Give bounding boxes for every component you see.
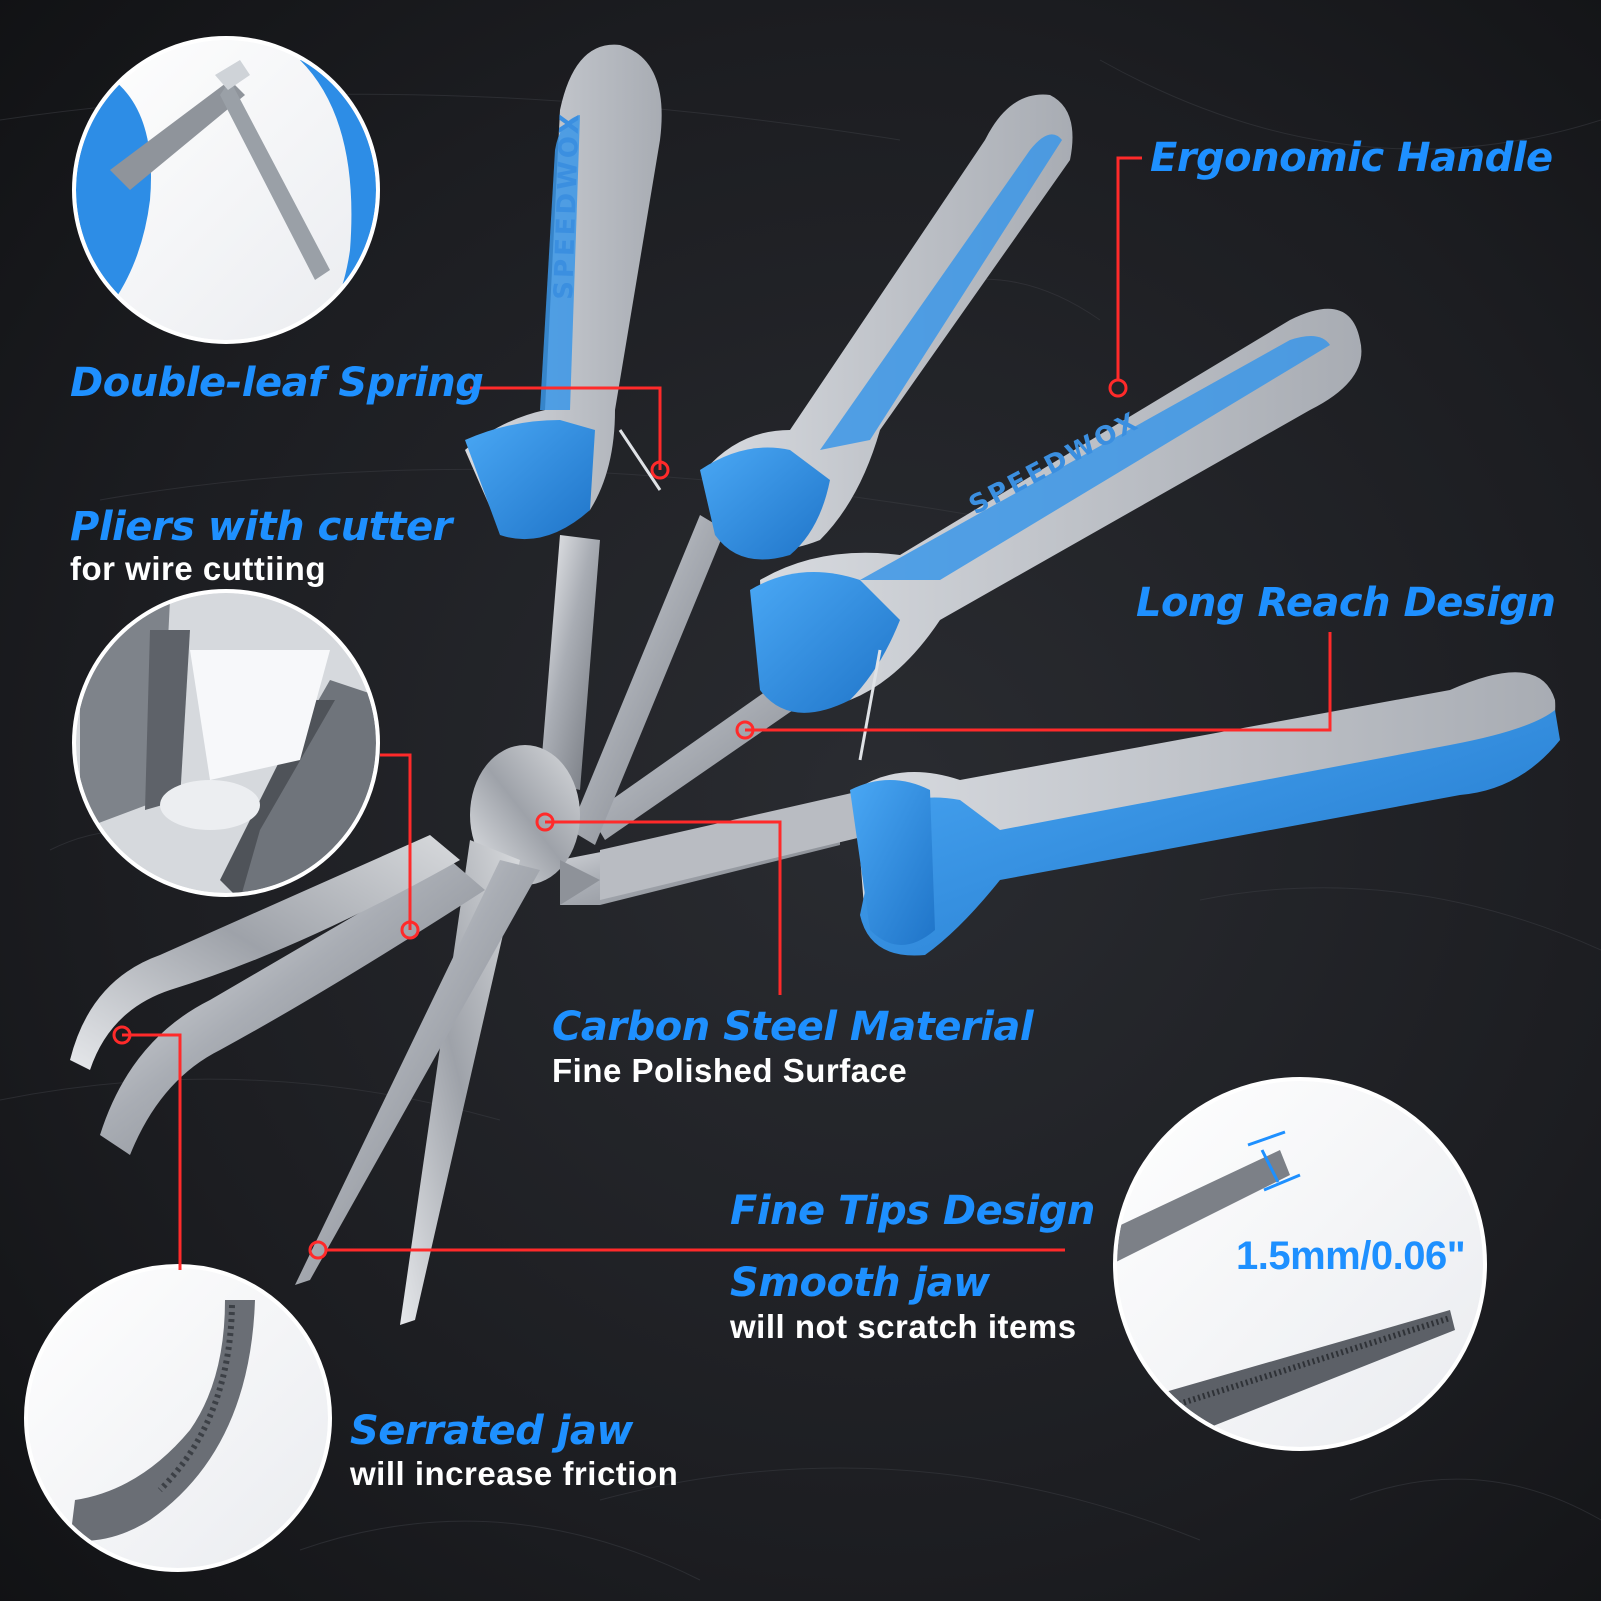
callout-carbon-steel-title: Carbon Steel Material (552, 1004, 1034, 1050)
callout-pliers-with-cutter-title: Pliers with cutter (70, 504, 452, 550)
svg-text:SPEEDWOX: SPEEDWOX (549, 111, 586, 301)
callout-serrated-jaw-title: Serrated jaw (350, 1408, 633, 1454)
callout-fine-tips-design: Fine Tips Design (730, 1188, 1095, 1234)
callout-smooth-jaw-subtitle: will not scratch items (730, 1308, 1077, 1345)
tip-dimension-label: 1.5mm/0.06" (1236, 1234, 1466, 1278)
leader-lines (122, 156, 1332, 1270)
callout-long-reach-design: Long Reach Design (1136, 580, 1556, 626)
callout-double-leaf-spring: Double-leaf Spring (70, 360, 484, 406)
callout-pliers-with-cutter-subtitle: for wire cuttiing (70, 550, 326, 587)
callout-serrated-jaw-subtitle: will increase friction (350, 1455, 679, 1492)
callout-ergonomic-handle: Ergonomic Handle (1150, 135, 1553, 181)
callout-smooth-jaw-title: Smooth jaw (730, 1260, 990, 1306)
callout-carbon-steel-subtitle: Fine Polished Surface (552, 1052, 908, 1089)
